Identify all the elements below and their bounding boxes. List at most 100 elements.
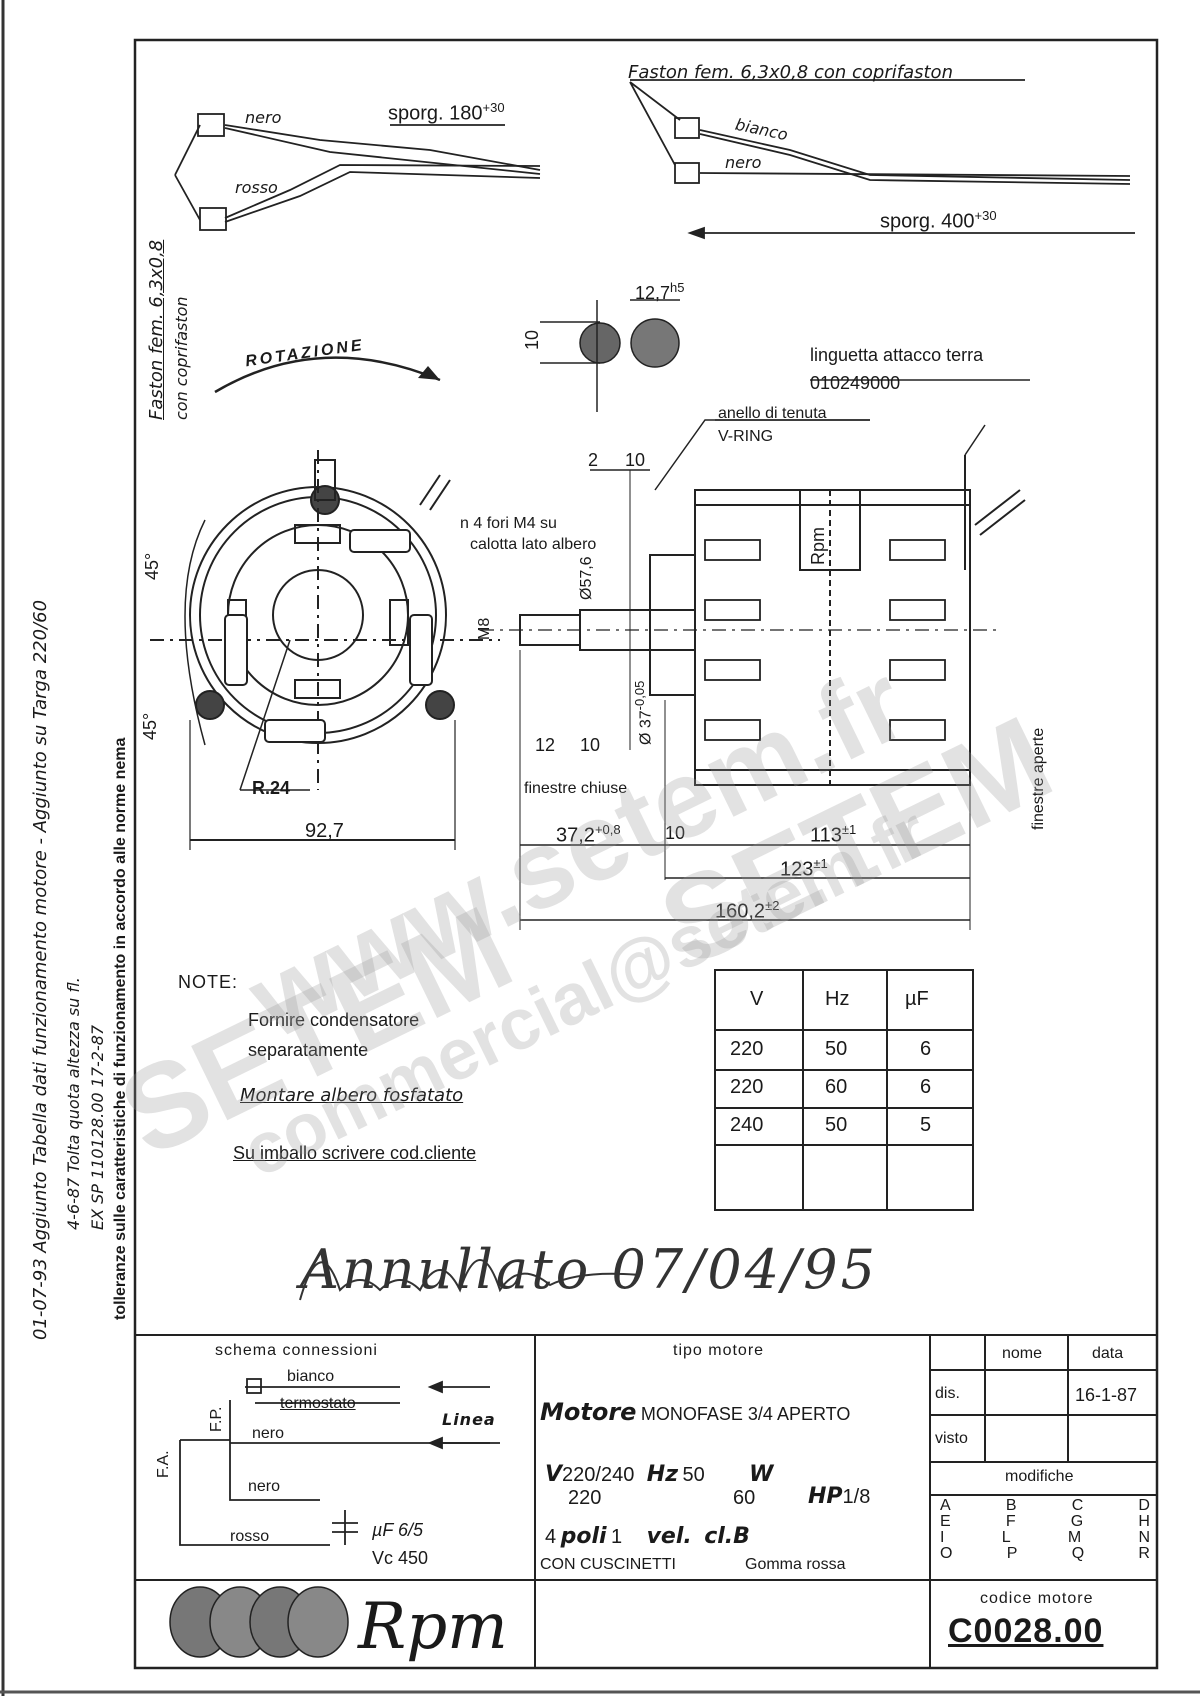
table-header-hz: Hz <box>825 988 850 1010</box>
hp-line: HP1/8 <box>808 1484 871 1509</box>
label-finestre-chiuse: finestre chiuse <box>524 780 628 797</box>
front-view-slots <box>224 529 433 743</box>
dim-37: Ø 37-0,05 <box>632 680 655 745</box>
schema-uf: µF 6/5 <box>372 1520 424 1540</box>
note-1: Fornire condensatore <box>248 1010 420 1030</box>
wiring-schematic <box>179 1378 500 1546</box>
dim-r24: R.24 <box>252 778 291 798</box>
table-cell: 6 <box>920 1038 932 1060</box>
row-visto: visto <box>935 1430 968 1447</box>
sporg-400: sporg. 400+30 <box>880 208 997 233</box>
schema-termostato: termostato <box>280 1395 356 1412</box>
voltage-line: V220/240 Hz 50 W <box>545 1462 774 1487</box>
faston-left: Faston fem. 6,3x0,8 <box>146 239 167 420</box>
dim-10-mid: 10 <box>580 735 601 755</box>
deg-45-top: 45° <box>142 552 162 580</box>
rpm-logo: Rpm <box>358 1590 508 1664</box>
table-header-v: V <box>750 988 764 1010</box>
dis-date: 16-1-87 <box>1075 1385 1138 1405</box>
hz-alt: 60 <box>733 1487 756 1509</box>
annulled-stamp: Annullato 07/04/95 <box>300 1238 878 1301</box>
dim-m8: M8 <box>476 617 493 640</box>
dim-123: 123±1 <box>780 856 828 881</box>
margin-tolerance-note: tolleranze sulle caratteristiche di funz… <box>112 737 129 1320</box>
schema-rosso: rosso <box>230 1528 270 1545</box>
rpm-nameplate: Rpm <box>808 526 828 565</box>
note-4: Su imballo scrivere cod.cliente <box>233 1143 477 1163</box>
cuscinetti: CON CUSCINETTI <box>540 1556 676 1573</box>
dim-372: 37,2+0,8 <box>556 822 621 847</box>
label-vring: V-RING <box>718 428 774 445</box>
deg-45-bottom: 45° <box>140 712 160 740</box>
table-cell: 5 <box>920 1114 932 1136</box>
annulment-scrawl <box>299 1259 641 1301</box>
label-linguetta: linguetta attacco terra <box>810 345 984 365</box>
table-cell: 6 <box>920 1076 932 1098</box>
dim-10-top: 10 <box>625 450 646 470</box>
dim-2: 2 <box>588 450 599 470</box>
dim-1602: 160,2±2 <box>715 898 780 923</box>
title-block-lines <box>135 1334 1157 1668</box>
motore-line: Motore MONOFASE 3/4 APERTO <box>540 1398 851 1426</box>
table-header-uf: µF <box>905 988 929 1010</box>
dim-113: 113±1 <box>810 822 857 847</box>
note-2: separatamente <box>248 1040 369 1060</box>
data-table-lines <box>714 969 974 1211</box>
gomma: Gomma rossa <box>745 1556 846 1573</box>
table-cell: 60 <box>825 1076 848 1098</box>
dim-shaft-10: 10 <box>522 329 542 350</box>
schema-linea: Linea <box>442 1410 496 1429</box>
schema-fa: F.A. <box>155 1450 172 1478</box>
table-cell: 50 <box>825 1114 848 1136</box>
label-calotta: calotta lato albero <box>470 536 597 553</box>
modifiche-title: modifiche <box>1005 1468 1074 1485</box>
schema-fp: F.P. <box>208 1406 225 1433</box>
col-data: data <box>1092 1345 1124 1362</box>
voltage-alt: 220 <box>568 1487 602 1509</box>
side-view <box>480 455 1026 786</box>
front-view <box>150 450 500 850</box>
wire-label-nero-r: nero <box>725 153 762 172</box>
margin-note-1: 01-07-93 Aggiunto Tabella dati funzionam… <box>30 599 51 1340</box>
dim-576: Ø57,6 <box>578 556 595 600</box>
faston-left-2: con coprifaston <box>172 296 191 420</box>
rpm-logo-coils <box>169 1586 349 1658</box>
dim-shaft-127: 12,7h5 <box>635 280 685 303</box>
sporg-180: sporg. 180+30 <box>388 100 505 125</box>
notes-title: NOTE: <box>178 972 239 992</box>
right-leads <box>629 79 1135 240</box>
row-dis: dis. <box>935 1385 960 1402</box>
side-dimensions <box>519 379 1030 930</box>
codice-title: codice motore <box>980 1590 1094 1607</box>
wire-label-nero: nero <box>245 108 282 127</box>
label-anello: anello di tenuta <box>718 405 827 422</box>
schema-bianco: bianco <box>287 1368 335 1385</box>
label-fori: n 4 fori M4 su <box>460 515 557 532</box>
left-leads <box>174 113 541 231</box>
col-nome: nome <box>1002 1345 1043 1362</box>
schema-title: schema connessioni <box>215 1342 378 1359</box>
margin-note-2: 4-6-87 Tolta quota altezza su fl. <box>64 977 83 1230</box>
side-view-slots <box>704 539 946 741</box>
table-cell: 220 <box>730 1076 764 1098</box>
tipo-title: tipo motore <box>673 1342 765 1359</box>
dim-12: 12 <box>535 735 556 755</box>
schema-nero-1: nero <box>252 1425 285 1442</box>
faston-right: Faston fem. 6,3x0,8 con coprifaston <box>628 62 953 83</box>
table-cell: 240 <box>730 1114 764 1136</box>
dim-10-low: 10 <box>665 823 686 843</box>
dim-927: 92,7 <box>305 820 344 842</box>
margin-note-3: EX SP 110128.00 17-2-87 <box>88 1024 107 1230</box>
rotation-arrow <box>214 356 441 394</box>
schema-nero-2: nero <box>248 1478 281 1495</box>
table-cell: 220 <box>730 1038 764 1060</box>
codice-value: C0028.00 <box>948 1612 1104 1650</box>
shaft-section <box>540 299 680 412</box>
note-3: Montare albero fosfatato <box>240 1085 464 1106</box>
schema-vc: Vc 450 <box>372 1548 429 1568</box>
wire-label-rosso: rosso <box>235 178 278 197</box>
poli-line: 4 poli 1 vel. cl.B <box>545 1524 750 1549</box>
table-cell: 50 <box>825 1038 848 1060</box>
